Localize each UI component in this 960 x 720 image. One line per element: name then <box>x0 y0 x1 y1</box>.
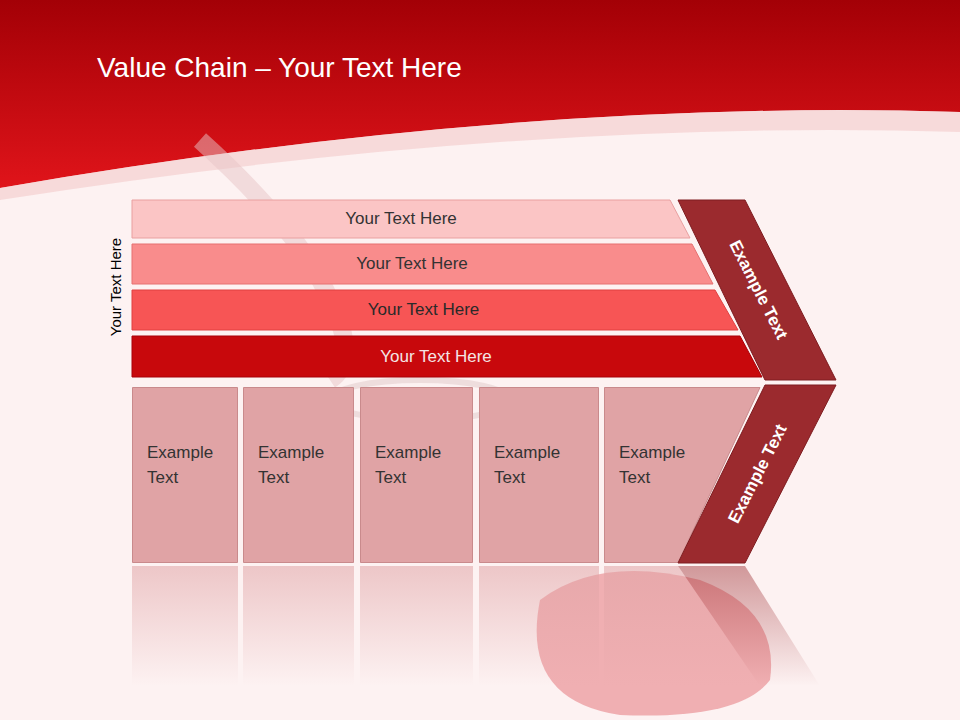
box-label: Example Text <box>619 440 695 490</box>
slide-title: Value Chain – Your Text Here <box>97 52 462 84</box>
support-band: Your Text Here <box>132 290 738 330</box>
header-band <box>0 0 960 188</box>
activity-box: Example Text <box>243 387 354 563</box>
band-label: Your Text Here <box>380 347 492 367</box>
activity-box: Example Text <box>132 387 238 563</box>
support-band: Your Text Here <box>132 336 762 377</box>
band-label: Your Text Here <box>345 209 457 229</box>
support-band: Your Text Here <box>132 244 713 284</box>
reflection <box>132 566 820 686</box>
box-label: Example Text <box>147 440 231 490</box>
margin-chevron: Example Text <box>678 200 838 380</box>
box-label: Example Text <box>258 440 347 490</box>
activity-box: Example Text <box>479 387 599 563</box>
axis-label: Your Text Here <box>107 238 124 336</box>
box-label: Example Text <box>375 440 466 490</box>
activity-box: Example Text <box>360 387 473 563</box>
band-label: Your Text Here <box>368 300 480 320</box>
box-label: Example Text <box>494 440 592 490</box>
support-band: Your Text Here <box>132 200 690 238</box>
band-label: Your Text Here <box>356 254 468 274</box>
margin-chevron: Example Text <box>678 385 838 563</box>
header-arc <box>0 110 960 200</box>
